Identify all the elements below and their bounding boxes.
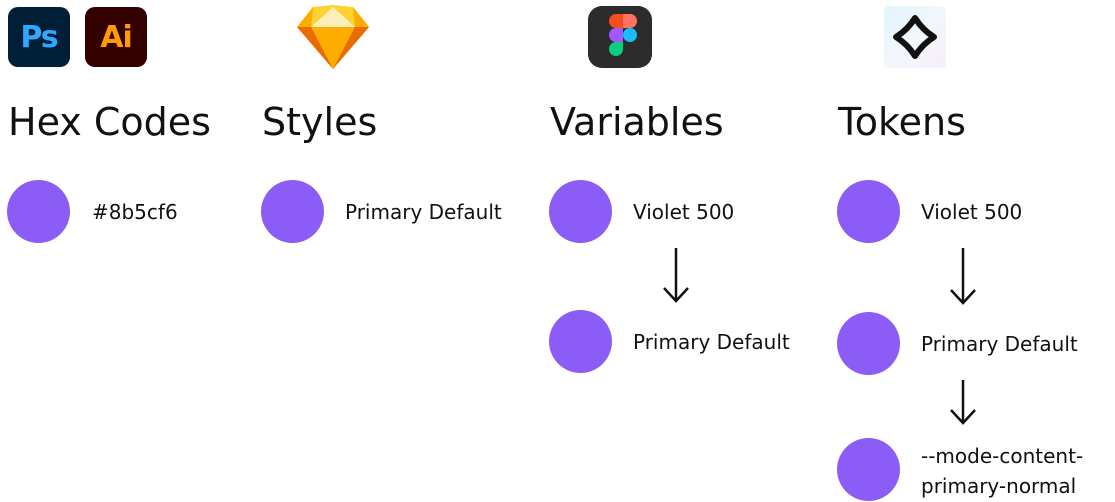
photoshop-icon: Ps	[8, 7, 70, 67]
token-primitive-label: Violet 500	[921, 200, 1023, 224]
token-alias-label: Primary Default	[921, 332, 1078, 356]
style-swatch	[261, 180, 324, 243]
illustrator-icon-label: Ai	[100, 19, 133, 55]
heading-variables: Variables	[550, 100, 724, 144]
variable-primitive-swatch	[549, 180, 612, 243]
variable-primitive-label: Violet 500	[633, 200, 735, 224]
token-component-swatch	[837, 438, 900, 501]
token-component-arrow	[950, 380, 976, 425]
token-component-label-line2: primary-normal	[921, 474, 1077, 498]
variable-alias-swatch	[549, 310, 612, 373]
token-component-label-line1: --mode-content-	[921, 444, 1084, 468]
illustrator-icon: Ai	[85, 7, 147, 67]
token-alias-arrow	[950, 248, 976, 305]
heading-hex-codes: Hex Codes	[8, 100, 211, 144]
hex-value-label: #8b5cf6	[92, 200, 178, 224]
photoshop-icon-label: Ps	[20, 19, 58, 55]
style-name-label: Primary Default	[345, 200, 502, 224]
sketch-icon	[297, 5, 369, 69]
variable-alias-arrow	[663, 248, 689, 303]
hex-swatch	[7, 180, 70, 243]
token-primitive-swatch	[837, 180, 900, 243]
heading-styles: Styles	[262, 100, 378, 144]
heading-tokens: Tokens	[838, 100, 966, 144]
tokens-studio-icon	[884, 6, 946, 68]
tokens-studio-mark	[893, 15, 937, 59]
token-alias-swatch	[837, 312, 900, 375]
figma-icon	[588, 6, 652, 68]
variable-alias-label: Primary Default	[633, 330, 790, 354]
